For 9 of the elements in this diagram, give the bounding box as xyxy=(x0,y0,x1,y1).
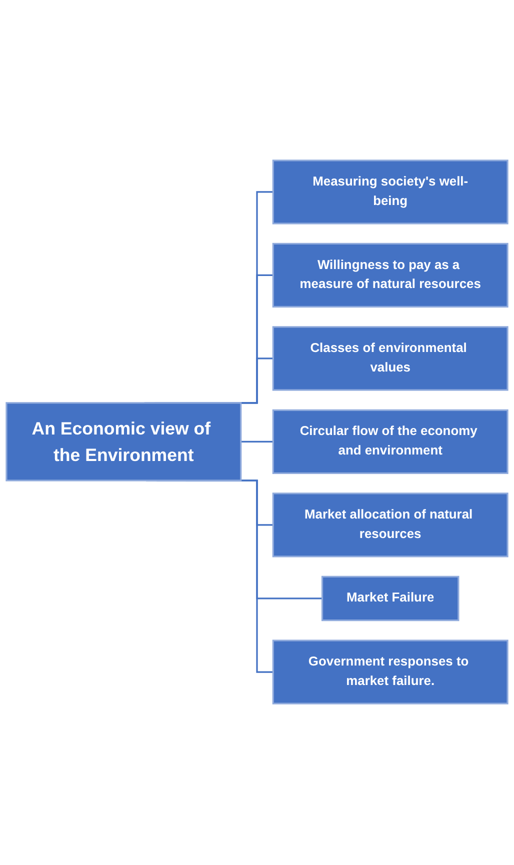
node-box: Government responses to market failure. xyxy=(272,640,508,705)
node-box: Classes of environmental values xyxy=(272,326,508,392)
node-box: An Economic view of the Environment xyxy=(6,402,242,482)
node-box: Market Failure xyxy=(321,576,460,622)
node-box: Market allocation of natural resources xyxy=(272,493,508,558)
node-box: Measuring society's well-being xyxy=(272,160,508,225)
node-box: Circular flow of the economy and environment xyxy=(272,410,508,475)
node-box: Willingness to pay as a measure of natural resources xyxy=(272,243,508,308)
connector xyxy=(240,441,274,443)
